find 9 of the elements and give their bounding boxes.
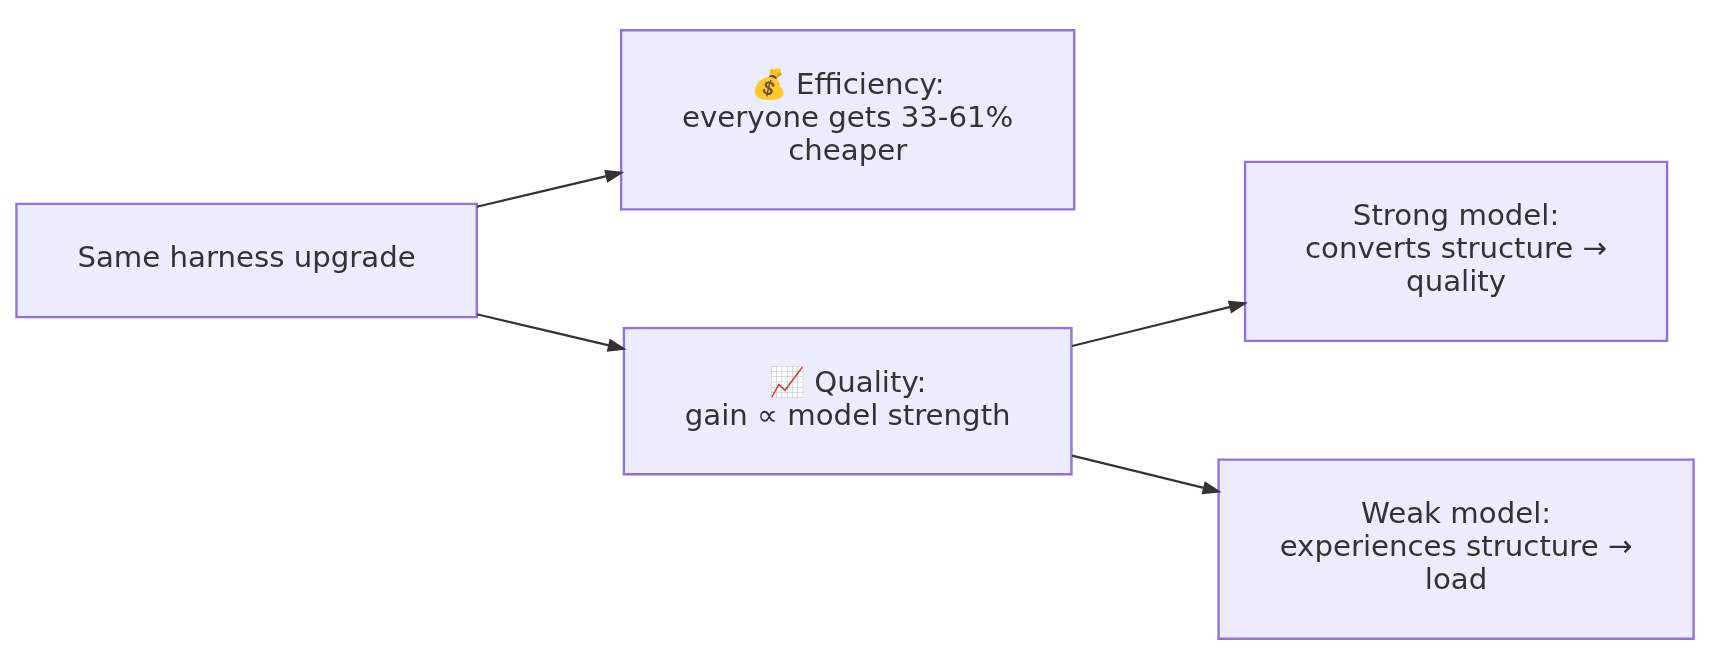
node-box: Strong model: converts structure → quality	[1243, 160, 1669, 342]
node-box: 💰 Efficiency: everyone gets 33-61% cheaper	[619, 28, 1076, 211]
node-box: Weak model: experiences structure → load	[1217, 457, 1695, 640]
node-box: Same harness upgrade	[15, 202, 478, 318]
node-box: 📈 Quality: gain ∝ model strength	[622, 326, 1073, 475]
arrow	[1071, 454, 1222, 494]
arrow	[476, 169, 625, 208]
arrow	[476, 312, 627, 352]
arrow	[1071, 300, 1248, 347]
